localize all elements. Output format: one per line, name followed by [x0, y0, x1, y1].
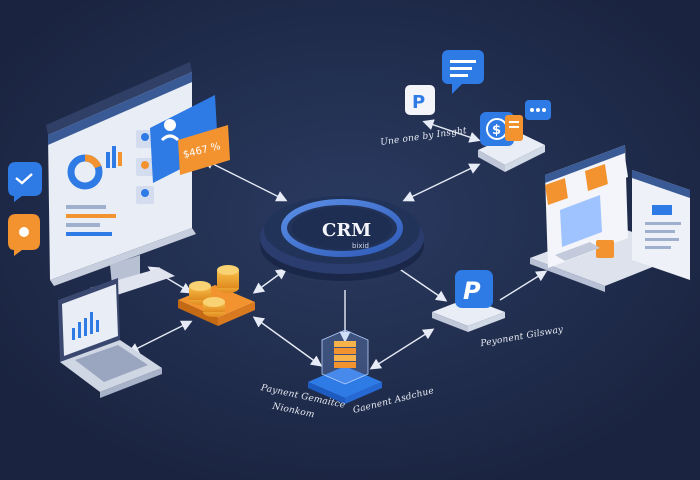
coin-stacks: [189, 265, 239, 317]
storefront: [530, 145, 690, 292]
shopping-bag-icon: [596, 240, 614, 258]
price-badge: $467 %: [178, 125, 230, 175]
laptop-bar-chart: [72, 312, 99, 340]
payment-gateway-node: P: [432, 270, 505, 332]
donut-chart: [67, 154, 103, 190]
arrow-crm-billing: [402, 163, 481, 202]
message-bubble-icon: [442, 50, 484, 94]
document-panel: [632, 170, 690, 280]
arrow-gateway-store: [499, 270, 548, 301]
store-awning: [545, 157, 628, 205]
laptop: [58, 278, 162, 398]
arrow-p-billing: [422, 119, 481, 143]
hub-subtitle: bixid: [352, 242, 369, 250]
profile-cards: [136, 130, 154, 204]
arrow-crm-gateway: [397, 267, 448, 302]
payment-p-icon: [455, 270, 493, 308]
list-rows: [66, 205, 116, 236]
arrow-coins-crm: [252, 268, 288, 294]
crm-hub: CRM bixid: [260, 196, 424, 281]
archive-blocks: [334, 341, 356, 368]
arrow-laptop-coins: [127, 320, 193, 354]
bar-chart: [106, 146, 122, 168]
arrow-archive-gateway: [369, 328, 435, 370]
dots-bubble-icon: [525, 100, 551, 120]
arrow-coins-archive: [252, 316, 323, 367]
location-bubble-icon: [8, 214, 40, 256]
svg-text:$: $: [492, 123, 501, 138]
svg-text:P: P: [463, 277, 481, 305]
payment-p-icon-top: P: [405, 85, 435, 115]
billing-platform: $: [478, 112, 545, 172]
coin-stack-platform: [178, 265, 255, 326]
hub-title: CRM: [322, 220, 371, 241]
analytics-monitor: [46, 62, 196, 298]
chat-bubble-icon: [8, 162, 42, 202]
connection-arrows: [127, 119, 548, 370]
archive-cube: [308, 329, 382, 404]
arrow-monitor-crm: [202, 158, 288, 202]
svg-text:P: P: [412, 92, 425, 113]
